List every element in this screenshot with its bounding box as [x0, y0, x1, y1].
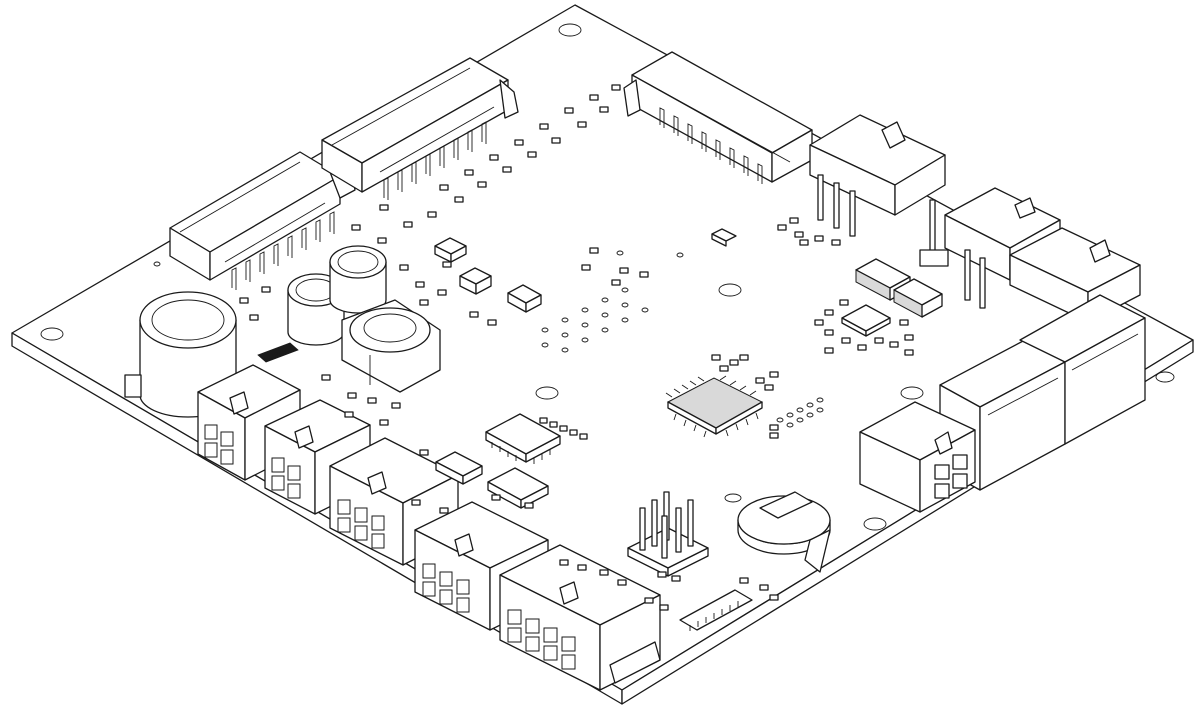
power-inductor: [341, 299, 441, 393]
small-ic-1: [841, 304, 891, 337]
pin-header-2x3: [627, 491, 709, 577]
pin-header-vertical: [919, 199, 949, 267]
mounting-hole: [900, 386, 924, 400]
voltage-regulator: [435, 451, 483, 485]
soic-ic: [485, 413, 561, 464]
smd-passives: [239, 84, 914, 611]
mounting-hole: [1155, 371, 1175, 383]
tantalum-cap: [711, 228, 737, 247]
qfp-microcontroller: [665, 375, 764, 438]
electrolytic-capacitor-small-2: [329, 245, 387, 314]
sot-package-2: [459, 267, 492, 295]
fpc-connector: [679, 589, 753, 631]
pin-header-connector-top-right: [623, 51, 813, 184]
pin-header-connector-top-center-left: [321, 57, 519, 200]
mounting-hole: [40, 327, 64, 341]
rj45-jack-2: [1019, 294, 1146, 445]
right-side-connector-1: [809, 114, 946, 237]
via-array: [153, 250, 824, 428]
sot-package-1: [434, 237, 467, 263]
coin-cell-battery-holder: [724, 491, 831, 573]
sot-package-3: [507, 284, 542, 313]
right-side-connector-3: [1009, 227, 1141, 323]
mounting-hole: [863, 517, 887, 531]
right-edge-connector: [859, 401, 976, 513]
mounting-hole: [718, 283, 742, 297]
mounting-holes: [40, 23, 1175, 531]
mounting-hole: [558, 23, 582, 37]
ferrite-module-2: [893, 278, 943, 318]
mounting-hole: [535, 386, 559, 400]
power-connector-5: [499, 544, 661, 691]
electrolytic-capacitor-large: [124, 291, 237, 418]
